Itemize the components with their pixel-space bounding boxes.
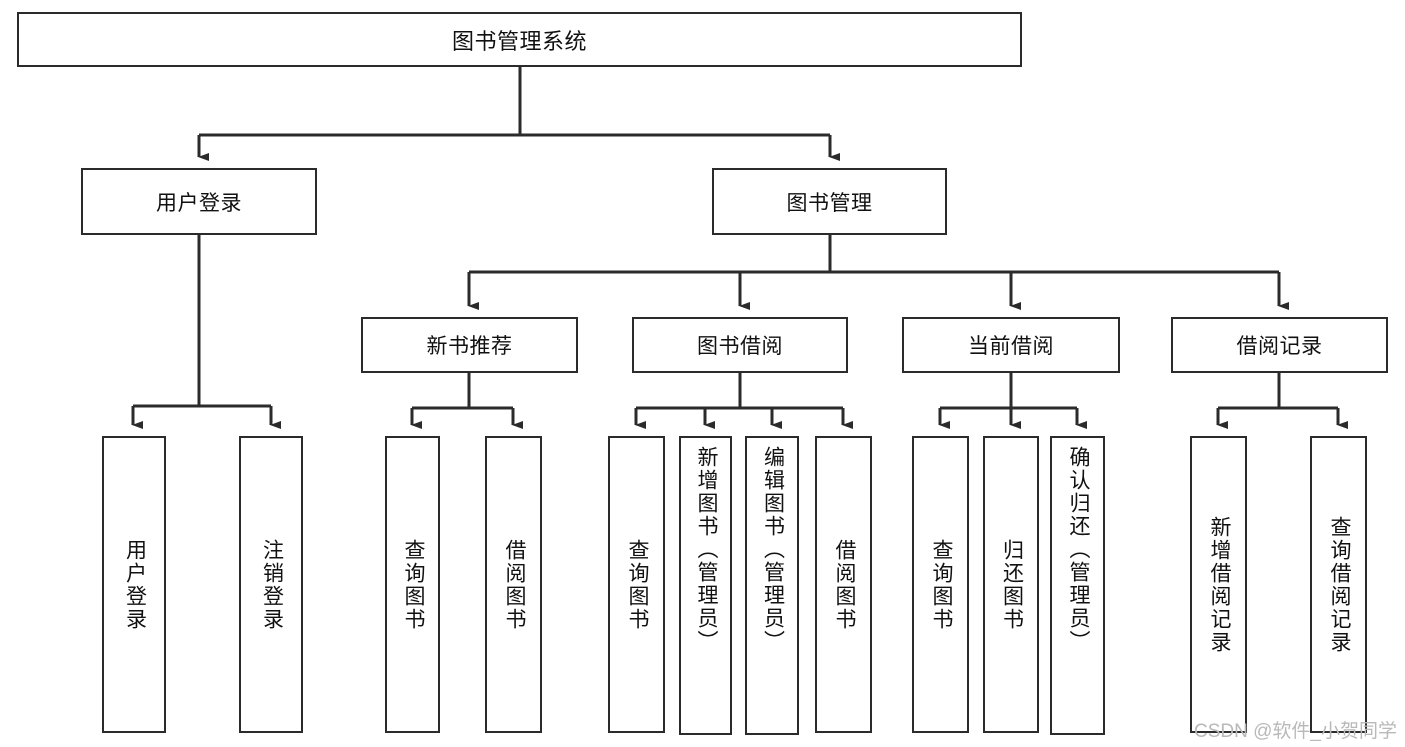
- node-leaf-borrow-book-1-label: 借阅图书: [502, 538, 526, 631]
- node-leaf-add-book-admin-label: 新增图书（管理员）: [694, 446, 718, 653]
- node-leaf-query-book-1[interactable]: 查询图书: [385, 436, 440, 733]
- node-root-label: 图书管理系统: [451, 28, 587, 54]
- node-borrow-record-label: 借阅记录: [1236, 335, 1323, 358]
- node-new-book-recommend-label: 新书推荐: [426, 335, 513, 358]
- node-root-system[interactable]: 图书管理系统: [17, 12, 1022, 67]
- node-leaf-query-book-2[interactable]: 查询图书: [608, 436, 665, 733]
- node-leaf-query-book-3[interactable]: 查询图书: [912, 436, 969, 733]
- node-leaf-add-book-admin[interactable]: 新增图书（管理员）: [679, 436, 732, 735]
- node-leaf-edit-book-admin-label: 编辑图书（管理员）: [761, 446, 785, 653]
- node-leaf-query-book-1-label: 查询图书: [401, 538, 425, 631]
- node-leaf-user-login-label: 用户登录: [123, 538, 147, 631]
- node-user-login-label: 用户登录: [156, 191, 242, 215]
- node-leaf-return-book[interactable]: 归还图书: [983, 436, 1039, 733]
- node-leaf-add-borrow-record-label: 新增借阅记录: [1207, 515, 1231, 654]
- node-book-management[interactable]: 图书管理: [712, 168, 947, 235]
- node-leaf-edit-book-admin[interactable]: 编辑图书（管理员）: [745, 436, 799, 735]
- node-current-borrow-label: 当前借阅: [968, 335, 1054, 358]
- node-book-borrow-label: 图书借阅: [697, 335, 783, 358]
- node-leaf-borrow-book-2-label: 借阅图书: [832, 538, 856, 631]
- node-leaf-add-borrow-record[interactable]: 新增借阅记录: [1190, 436, 1247, 733]
- node-leaf-confirm-return-admin[interactable]: 确认归还（管理员）: [1050, 436, 1105, 735]
- node-borrow-record[interactable]: 借阅记录: [1171, 317, 1388, 373]
- node-leaf-query-book-2-label: 查询图书: [625, 538, 649, 631]
- node-user-login[interactable]: 用户登录: [81, 168, 317, 235]
- node-leaf-query-book-3-label: 查询图书: [929, 538, 953, 631]
- node-leaf-query-borrow-record-label: 查询借阅记录: [1327, 515, 1351, 654]
- node-leaf-user-login[interactable]: 用户登录: [102, 436, 166, 733]
- node-book-borrow[interactable]: 图书借阅: [632, 317, 848, 373]
- node-leaf-borrow-book-2[interactable]: 借阅图书: [815, 436, 872, 733]
- node-leaf-confirm-return-admin-label: 确认归还（管理员）: [1066, 446, 1090, 653]
- node-leaf-query-borrow-record[interactable]: 查询借阅记录: [1310, 436, 1367, 733]
- node-new-book-recommend[interactable]: 新书推荐: [361, 317, 578, 373]
- node-leaf-return-book-label: 归还图书: [1000, 538, 1024, 631]
- node-leaf-borrow-book-1[interactable]: 借阅图书: [485, 436, 542, 733]
- node-book-management-label: 图书管理: [786, 191, 873, 215]
- node-current-borrow[interactable]: 当前借阅: [902, 317, 1120, 373]
- node-leaf-logout[interactable]: 注销登录: [239, 436, 303, 733]
- node-leaf-logout-label: 注销登录: [260, 538, 284, 631]
